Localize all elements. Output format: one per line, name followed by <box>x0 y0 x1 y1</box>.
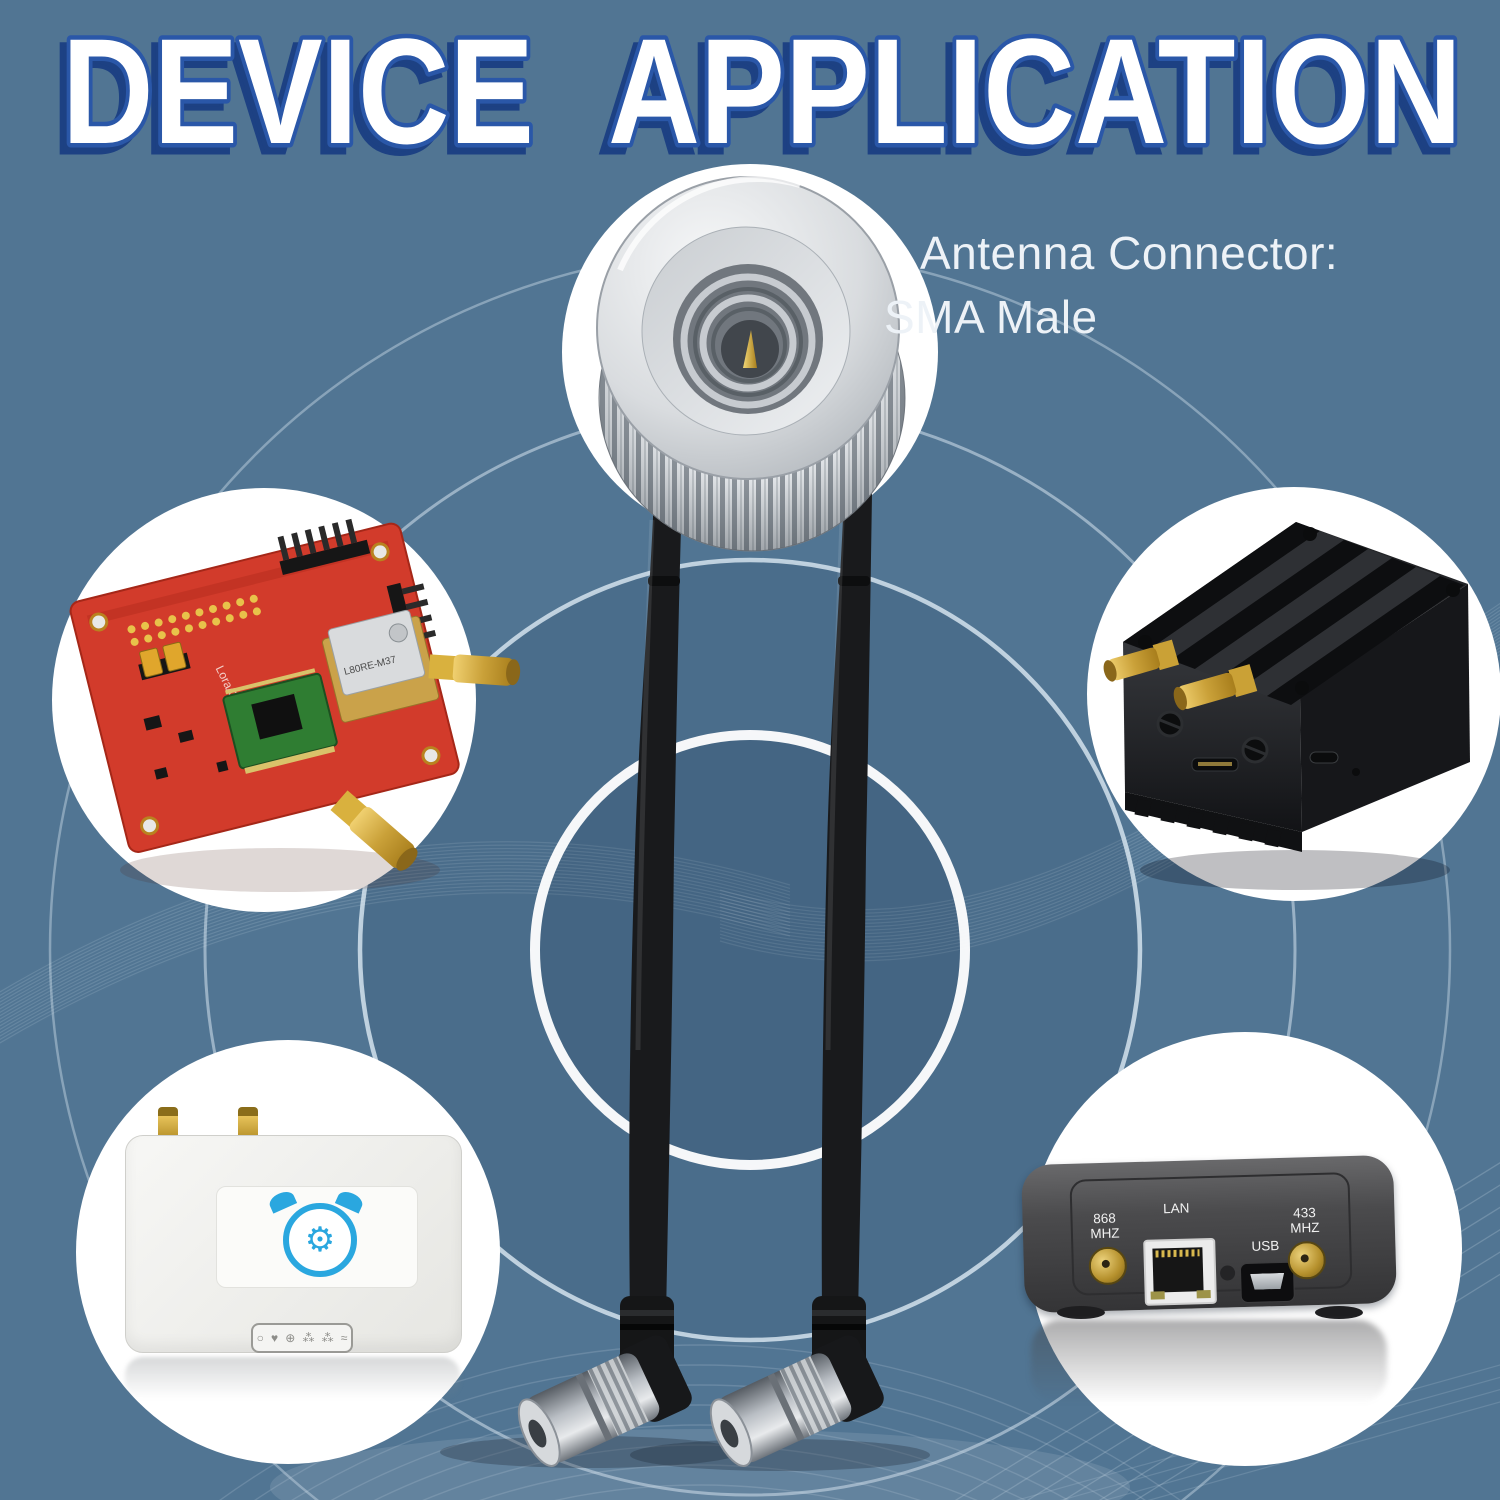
lan-led-icon: ⁂ <box>302 1331 315 1345</box>
pcb-board-group: Lora/GPS HAT L80RE-M37 <box>69 518 521 871</box>
headline-word2-shadow: APPLICATION <box>601 14 1455 182</box>
sma-connector-right-icon <box>428 654 521 686</box>
rear-device-reflection <box>1031 1320 1387 1404</box>
wan-led-icon: ⁂ <box>321 1331 334 1345</box>
usb-c-port <box>1309 751 1339 764</box>
heatsink-box-group <box>1103 522 1470 852</box>
pcb-shadow <box>120 848 440 892</box>
floor-arc-line <box>219 1344 1181 1500</box>
wave-ribbon-line <box>0 882 791 1034</box>
headline-word2: APPLICATION <box>608 8 1462 175</box>
wave-ribbon-line <box>0 892 791 1044</box>
heartbeat-led-icon: ♥ <box>270 1331 279 1345</box>
headline: DEVICE APPLICATION DEVICE APPLICATION <box>51 8 1467 183</box>
antenna-right <box>821 478 872 1320</box>
gateway-body: ⚙ ○ ♥ ⊕ ⁂ ⁂ ≈ <box>125 1135 462 1353</box>
sma-nut-group <box>596 176 906 552</box>
floor-arc-line <box>291 1384 1109 1500</box>
lora-gps-hat-photo: Lora/GPS HAT L80RE-M37 <box>69 518 521 892</box>
wave-ribbon-line <box>0 888 791 1041</box>
gateway-logo-icon: ⚙ <box>283 1203 357 1277</box>
internet-led-icon: ⊕ <box>285 1331 296 1345</box>
box-sma-connector-2-icon <box>1173 664 1258 711</box>
box-sma-connector-1-icon <box>1103 639 1180 682</box>
center-shade-circle <box>360 560 1140 1340</box>
floor-arc-line <box>254 1364 1146 1500</box>
floor-arc-line <box>330 1404 1070 1500</box>
gateway-reflection <box>125 1357 460 1399</box>
sma-connector-bottom-icon <box>330 790 418 871</box>
floor-arc-line <box>422 1444 978 1500</box>
floor-arc-line <box>555 1484 845 1500</box>
gpio-header-pads <box>127 594 261 646</box>
gold-center-pin-icon <box>743 330 757 368</box>
connector-shadow-left <box>440 1436 740 1468</box>
power-led-icon: ○ <box>256 1331 264 1345</box>
small-components <box>143 715 229 780</box>
box-shadow <box>1140 850 1450 890</box>
floor-arc-line <box>479 1464 921 1500</box>
lattice-line <box>1147 1401 1500 1500</box>
floor-glow <box>270 1429 1130 1500</box>
device-foot-left <box>1057 1306 1105 1319</box>
gps-module: L80RE-M37 <box>321 609 440 723</box>
black-enclosure-photo <box>1103 522 1470 890</box>
signal-ring-white <box>530 730 970 1170</box>
box-bottom-teeth <box>1125 792 1302 852</box>
jumpers <box>138 641 191 681</box>
headline-word1: DEVICE <box>62 8 534 175</box>
heatsink-fins <box>1123 522 1464 705</box>
headline-word1-shadow: DEVICE <box>55 14 527 182</box>
right-angle-sma-left-icon <box>517 1296 692 1467</box>
gateway-screen: ⚙ <box>216 1186 418 1288</box>
device-foot-right <box>1315 1306 1363 1319</box>
connector-shadow-right <box>630 1439 930 1471</box>
wifi-led-icon: ≈ <box>340 1331 348 1345</box>
gateway-sma-stub-1-icon <box>158 1107 178 1141</box>
annotation-line-1: Antenna Connector: <box>920 227 1339 279</box>
white-gateway-photo: ⚙ ○ ♥ ⊕ ⁂ ⁂ ≈ <box>120 1105 465 1405</box>
box-right-face <box>1300 584 1470 832</box>
mounting-holes <box>89 542 441 836</box>
right-angle-sma-right-icon <box>709 1296 884 1467</box>
annotation-line-2: SMA Male <box>884 291 1098 343</box>
lora-module <box>222 668 338 774</box>
signal-ring-2 <box>357 557 1143 1343</box>
antenna-left <box>629 478 682 1320</box>
gateway-sma-stub-2-icon <box>238 1107 258 1141</box>
led-indicator-panel: ○ ♥ ⊕ ⁂ ⁂ ≈ <box>251 1323 353 1353</box>
floor-arc-line <box>374 1424 1026 1500</box>
front-screws <box>1156 710 1269 764</box>
wave-ribbon-line <box>0 885 791 1037</box>
